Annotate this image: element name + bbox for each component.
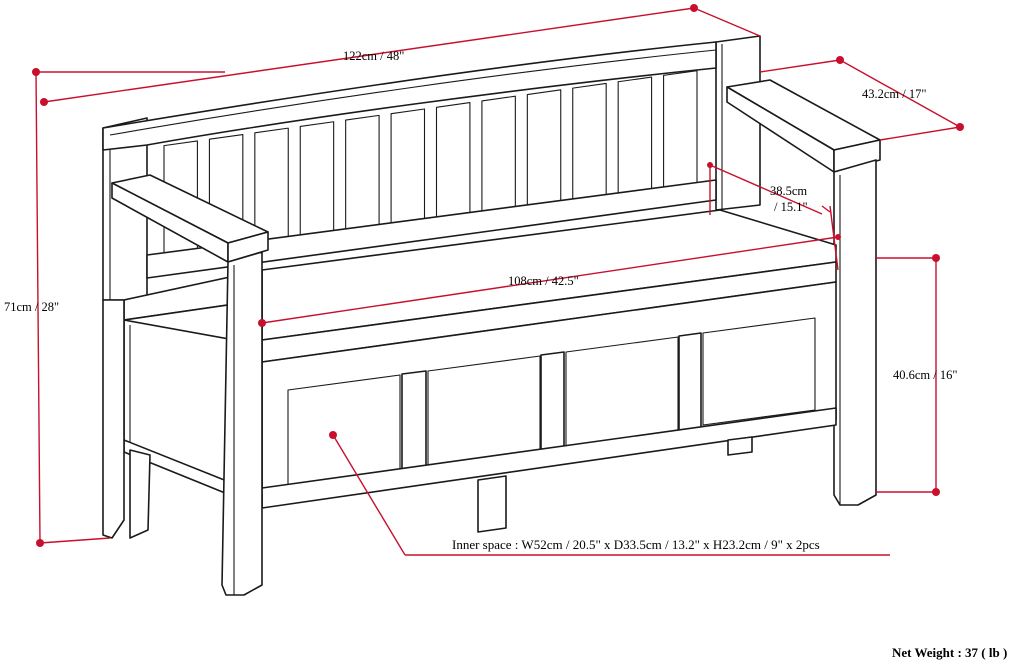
backrest-slat bbox=[481, 95, 516, 219]
inner-space-label: Inner space : W52cm / 20.5" x D33.5cm / … bbox=[452, 537, 820, 552]
backrest-bottom-rail bbox=[146, 179, 717, 279]
seat-depth-label-line1: 38.5cm bbox=[770, 184, 807, 198]
dimension-labels: 122cm / 48" 43.2cm / 17" 71cm / 28" 38.5… bbox=[4, 49, 1007, 660]
right-armrest bbox=[726, 79, 881, 506]
left-armrest bbox=[102, 174, 269, 596]
backrest-slat bbox=[617, 76, 653, 201]
overall-height-label: 71cm / 28" bbox=[4, 300, 59, 314]
backrest-slat bbox=[390, 108, 426, 231]
backrest-slat bbox=[345, 114, 380, 237]
backrest-top-rail bbox=[102, 41, 717, 151]
backrest-slats bbox=[163, 70, 698, 261]
seat-width-label: 108cm / 42.5" bbox=[508, 274, 579, 288]
seat-height-label: 40.6cm / 16" bbox=[893, 368, 957, 382]
dimension-lines bbox=[32, 4, 964, 556]
backrest-slat bbox=[435, 102, 471, 225]
net-weight-label: Net Weight : 37 ( lb ) bbox=[892, 645, 1007, 660]
seat-depth-label-line2: / 15.1" bbox=[774, 200, 808, 214]
bench-drawing bbox=[102, 35, 881, 596]
backrest-slat bbox=[572, 82, 607, 207]
overall-depth-label: 43.2cm / 17" bbox=[862, 87, 926, 101]
rear-posts bbox=[102, 35, 761, 301]
backrest-slat bbox=[526, 89, 562, 213]
overall-width-label: 122cm / 48" bbox=[343, 49, 404, 63]
backrest-slat bbox=[299, 121, 335, 243]
backrest-slat bbox=[663, 70, 698, 195]
